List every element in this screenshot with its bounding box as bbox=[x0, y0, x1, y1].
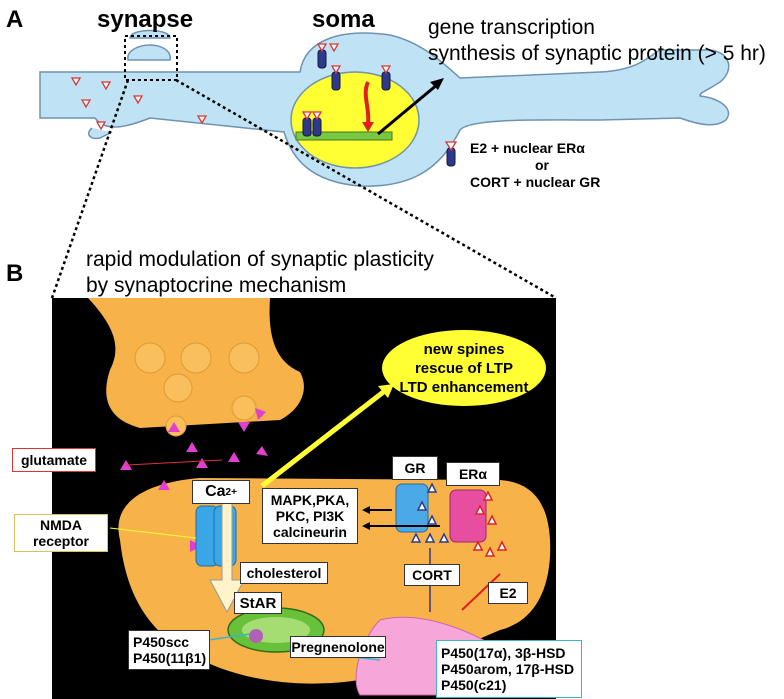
p450-11b1-line: P450(11β1) bbox=[133, 650, 207, 666]
nmda-receptor-label: NMDA receptor bbox=[14, 514, 108, 552]
gene-arrow-head bbox=[430, 78, 444, 90]
cort-triangles bbox=[410, 482, 450, 543]
red-arrow bbox=[363, 81, 371, 125]
cholesterol-label: cholesterol bbox=[240, 562, 328, 584]
synapse-spine bbox=[127, 44, 171, 61]
title-line-1: rapid modulation of synaptic plasticity bbox=[86, 248, 434, 271]
title-line-2: by synaptocrine mechanism bbox=[86, 274, 347, 297]
p450scc-line: P450scc bbox=[133, 634, 190, 650]
oval-line-3: LTD enhancement bbox=[399, 378, 529, 396]
yellow-arrow-head bbox=[378, 384, 394, 398]
gr-receptor bbox=[395, 483, 429, 533]
pregnenolone-label: Pregnenolone bbox=[290, 636, 386, 658]
cort-label: CORT bbox=[404, 564, 460, 586]
gene-line-2: synthesis of synaptic protein (> 5 hr) bbox=[428, 42, 766, 65]
era-receptor bbox=[449, 489, 487, 543]
p450-scc-label: P450scc P450(11β1) bbox=[128, 630, 210, 670]
panel-b-letter: B bbox=[6, 260, 24, 287]
kinase-line-1: MAPK,PKA, bbox=[270, 492, 350, 508]
legend-line-1: E2 + nuclear ERα bbox=[470, 140, 585, 156]
star-label: StAR bbox=[234, 592, 282, 614]
calcium-base: Ca bbox=[205, 483, 226, 500]
legend-line-2: or bbox=[535, 157, 549, 173]
yellow-arrow bbox=[260, 388, 388, 488]
red-arrow-head bbox=[362, 122, 374, 132]
enzyme-line-3: P450(c21) bbox=[441, 677, 507, 693]
soma-label: soma bbox=[312, 6, 375, 33]
nmda-line-2: receptor bbox=[32, 533, 90, 549]
vesicles bbox=[134, 342, 260, 437]
zoom-line-right bbox=[175, 78, 557, 300]
kinase-line-3: calcineurin bbox=[273, 524, 347, 540]
gr-label: GR bbox=[392, 456, 438, 480]
zoom-line-left bbox=[50, 79, 130, 299]
synapse-dotted-box bbox=[124, 35, 178, 81]
e2-label: E2 bbox=[488, 582, 528, 604]
nucleus bbox=[290, 71, 420, 169]
nmda-line-1: NMDA bbox=[40, 517, 82, 533]
enzymes-box: P450(17α), 3β-HSD P450arom, 17β-HSD P450… bbox=[436, 640, 582, 698]
legend-line-3: CORT + nuclear GR bbox=[470, 174, 601, 190]
nuclear-receptors bbox=[302, 49, 456, 167]
lower-spine bbox=[88, 127, 113, 140]
oval-line-2: rescue of LTP bbox=[414, 359, 514, 377]
outcome-oval: new spines rescue of LTP LTD enhancement bbox=[382, 330, 546, 406]
gene-line-1: gene transcription bbox=[428, 16, 595, 39]
chromatin-bar bbox=[295, 131, 393, 141]
kinase-line-2: PKC, PI3K bbox=[275, 508, 345, 524]
kinase-box: MAPK,PKA, PKC, PI3K calcineurin bbox=[262, 488, 358, 544]
e2-triangles bbox=[472, 490, 508, 557]
synapse-label: synapse bbox=[97, 6, 194, 33]
enzyme-line-1: P450(17α), 3β-HSD bbox=[441, 645, 566, 661]
calcium-sup: 2+ bbox=[225, 486, 237, 498]
glutamate-label: glutamate bbox=[12, 448, 96, 472]
enzyme-line-2: P450arom, 17β-HSD bbox=[441, 661, 575, 677]
gene-arrow bbox=[377, 82, 439, 136]
oval-line-1: new spines bbox=[423, 340, 505, 358]
steroid-triangles-a bbox=[70, 43, 458, 152]
era-label: ERα bbox=[446, 462, 500, 486]
panel-a-letter: A bbox=[6, 6, 24, 33]
